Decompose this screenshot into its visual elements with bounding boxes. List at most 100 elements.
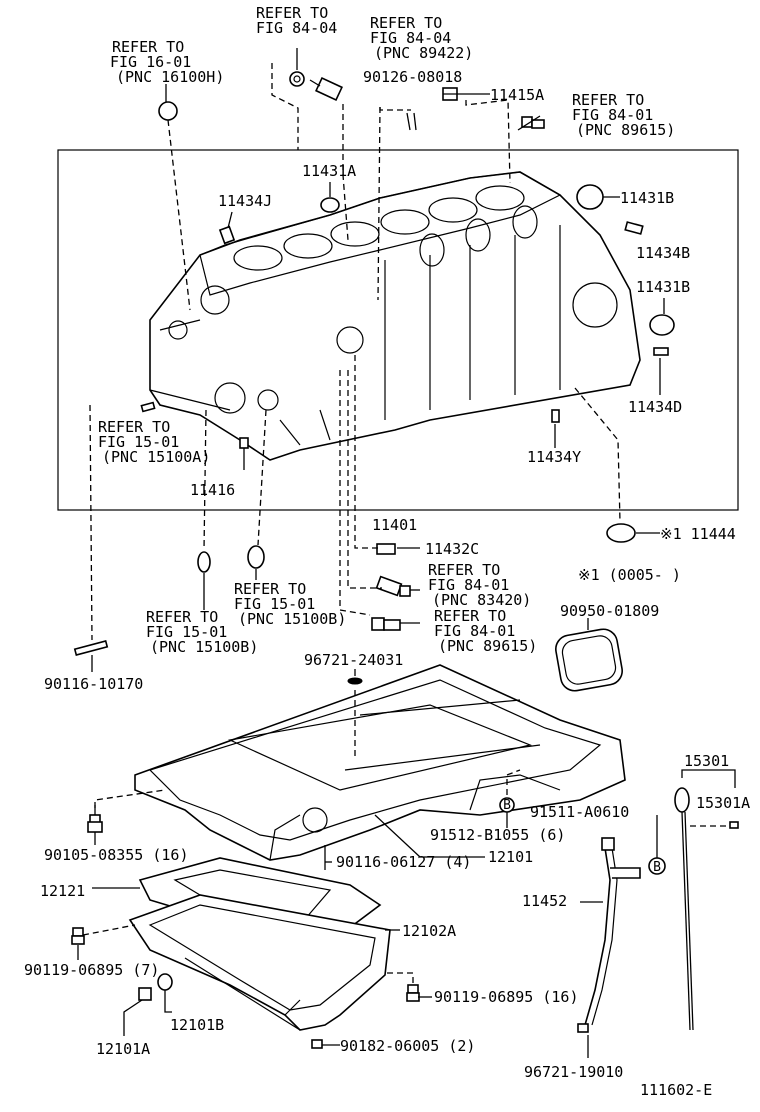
label-refer-84-01-c: REFER TO FIG 84-01 (PNC 89615) xyxy=(434,607,537,655)
oring-15301A xyxy=(729,821,739,829)
label-90119-06895-right: 90119-06895 (16) xyxy=(434,988,579,1006)
label-refer-84-01-a: REFER TO FIG 84-01 (PNC 89615) xyxy=(572,91,675,139)
oil-level-gauge-guide-11452 xyxy=(584,837,641,1026)
figure-code: 111602-E xyxy=(640,1081,712,1099)
svg-text:FIG 84-01: FIG 84-01 xyxy=(428,576,509,594)
label-refer-84-04-a: REFER TO FIG 84-04 xyxy=(256,4,337,37)
label-90119-06895-left: 90119-06895 (7) xyxy=(24,961,159,979)
label-11434D: 11434D xyxy=(628,398,682,416)
label-12101A: 12101A xyxy=(96,1040,150,1058)
oil-pan-lower-12102A xyxy=(128,894,391,1031)
svg-text:B: B xyxy=(503,798,511,813)
label-90116-10170: 90116-10170 xyxy=(44,675,143,693)
stud-90116-10170 xyxy=(73,639,109,657)
label-note-0005: ※1 (0005- ) xyxy=(578,566,681,584)
label-15301: 15301 xyxy=(684,752,729,770)
label-11401: 11401 xyxy=(372,516,417,534)
washer-91511: B xyxy=(648,857,666,875)
label-96721-24031: 96721-24031 xyxy=(304,651,403,669)
label-11434J: 11434J xyxy=(218,192,272,210)
seal-11444 xyxy=(606,523,636,543)
svg-text:FIG 84-01: FIG 84-01 xyxy=(434,622,515,640)
bolt-90119-06895-left xyxy=(71,927,85,945)
label-11416: 11416 xyxy=(190,481,235,499)
svg-text:FIG 84-01: FIG 84-01 xyxy=(572,106,653,124)
svg-text:REFER TO: REFER TO xyxy=(112,38,184,56)
plug-90950-01809 xyxy=(555,628,623,692)
gasket-12101B xyxy=(157,973,173,991)
label-11432C: 11432C xyxy=(425,540,479,558)
label-refer-15-01-a: REFER TO FIG 15-01 (PNC 15100A) xyxy=(98,418,210,466)
bolt-90119-06895-right xyxy=(406,984,420,1002)
svg-text:FIG 84-04: FIG 84-04 xyxy=(370,29,451,47)
label-12121: 12121 xyxy=(40,882,85,900)
gasket-89422 xyxy=(289,71,305,87)
label-11431B-mid: 11431B xyxy=(636,278,690,296)
svg-text:(PNC 89422): (PNC 89422) xyxy=(374,44,473,62)
seal-15100B-left xyxy=(197,551,211,573)
label-90950-01809: 90950-01809 xyxy=(560,602,659,620)
oring-96721-19010 xyxy=(577,1023,589,1033)
washer-91512: B xyxy=(499,797,515,813)
svg-text:REFER TO: REFER TO xyxy=(428,561,500,579)
stud-90126 xyxy=(406,112,417,131)
label-11444: ※1 11444 xyxy=(660,525,736,543)
svg-text:FIG 15-01: FIG 15-01 xyxy=(146,623,227,641)
label-refer-84-04-b: REFER TO FIG 84-04 (PNC 89422) xyxy=(370,14,473,62)
label-12101B: 12101B xyxy=(170,1016,224,1034)
sensor-89422 xyxy=(309,76,343,102)
engine-block xyxy=(149,171,641,461)
svg-text:(PNC 16100H): (PNC 16100H) xyxy=(116,68,224,86)
label-11431B-top: 11431B xyxy=(620,189,674,207)
label-11434B: 11434B xyxy=(636,244,690,262)
switch-89615-top xyxy=(521,116,545,129)
svg-text:(PNC 83420): (PNC 83420) xyxy=(432,591,531,609)
plug-11432C xyxy=(376,543,396,555)
dipstick-15301 xyxy=(674,787,694,1031)
label-11434Y: 11434Y xyxy=(527,448,581,466)
svg-text:FIG 15-01: FIG 15-01 xyxy=(98,433,179,451)
label-15301A: 15301A xyxy=(696,794,750,812)
switch-89615-bottom xyxy=(371,617,401,631)
plug-11431B-mid xyxy=(649,314,675,336)
svg-text:REFER TO: REFER TO xyxy=(572,91,644,109)
svg-text:(PNC 15100A): (PNC 15100A) xyxy=(102,448,210,466)
svg-text:REFER TO: REFER TO xyxy=(434,607,506,625)
label-refer-84-01-b: REFER TO FIG 84-01 (PNC 83420) xyxy=(428,561,531,609)
pin-11434Y xyxy=(551,409,560,423)
svg-text:REFER TO: REFER TO xyxy=(234,580,306,598)
svg-text:REFER TO: REFER TO xyxy=(98,418,170,436)
label-91511-A0610: 91511-A0610 xyxy=(530,803,629,821)
svg-text:FIG 16-01: FIG 16-01 xyxy=(110,53,191,71)
svg-text:REFER TO: REFER TO xyxy=(146,608,218,626)
label-90126-08018: 90126-08018 xyxy=(363,68,462,86)
svg-text:(PNC 89615): (PNC 89615) xyxy=(576,121,675,139)
label-11415A: 11415A xyxy=(490,86,544,104)
label-refer-16-01: REFER TO FIG 16-01 (PNC 16100H) xyxy=(110,38,224,86)
pin-11434D xyxy=(653,347,669,356)
svg-text:REFER TO: REFER TO xyxy=(256,4,328,22)
bolt-90105-08355 xyxy=(87,805,103,833)
label-11452: 11452 xyxy=(522,892,567,910)
sender-83420 xyxy=(375,575,411,597)
label-90182-06005: 90182-06005 (2) xyxy=(340,1037,475,1055)
svg-text:(PNC 15100B): (PNC 15100B) xyxy=(150,638,258,656)
label-90116-06127: 90116-06127 (4) xyxy=(336,853,471,871)
svg-text:B: B xyxy=(653,860,661,875)
pin-11434J xyxy=(218,225,236,245)
label-refer-15-01-b: REFER TO FIG 15-01 (PNC 15100B) xyxy=(234,580,346,628)
label-90105-08355: 90105-08355 (16) xyxy=(44,846,189,864)
plug-90182-06005 xyxy=(311,1039,323,1049)
pin-11434B xyxy=(624,221,644,235)
bolt-11416 xyxy=(239,437,249,470)
label-12101: 12101 xyxy=(488,848,533,866)
plug-11431B-top xyxy=(576,184,604,210)
seal-15100B-right xyxy=(247,545,265,569)
label-refer-15-01-c: REFER TO FIG 15-01 (PNC 15100B) xyxy=(146,608,258,656)
svg-text:(PNC 15100B): (PNC 15100B) xyxy=(238,610,346,628)
seal-16100H xyxy=(158,101,178,121)
svg-text:(PNC 89615): (PNC 89615) xyxy=(438,637,537,655)
pin-15100A xyxy=(140,401,156,413)
label-11431A: 11431A xyxy=(302,162,356,180)
